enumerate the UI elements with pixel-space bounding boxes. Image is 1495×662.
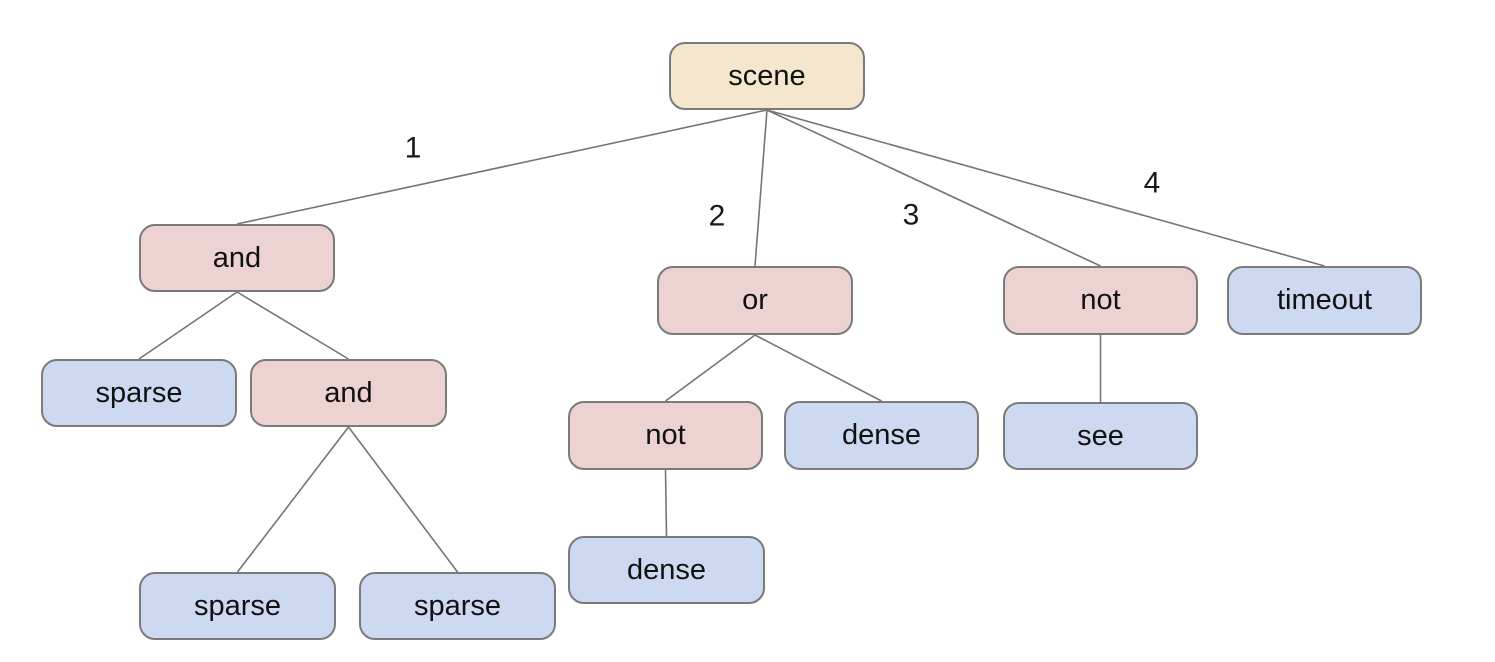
tree-node-not1: not: [568, 401, 763, 470]
edge-or1-dense1: [754, 334, 882, 402]
node-label: sparse: [413, 589, 502, 622]
edge-scene-not2: [766, 109, 1101, 267]
edge-or1-not1: [665, 334, 756, 402]
node-label: dense: [626, 553, 706, 586]
node-label: see: [1077, 419, 1124, 452]
tree-node-sparse3: sparse: [359, 572, 556, 640]
edge-and1-sparse1: [138, 291, 238, 360]
node-label: sparse: [193, 589, 282, 622]
tree-node-and2: and: [250, 359, 447, 427]
node-label: or: [742, 284, 768, 316]
node-label: not: [1080, 284, 1121, 316]
edge-scene-and1: [236, 109, 768, 225]
tree-node-sparse2: sparse: [139, 572, 336, 640]
tree-node-and1: and: [139, 224, 335, 292]
node-label: sparse: [95, 376, 183, 409]
node-label: scene: [728, 59, 806, 92]
tree-node-dense2: dense: [568, 536, 765, 604]
edge-not1-dense2: [664, 469, 668, 537]
tree-node-scene: scene: [669, 42, 865, 110]
node-label: dense: [841, 419, 921, 451]
edge-and2-sparse2: [236, 426, 350, 573]
tree-node-dense1: dense: [784, 401, 979, 470]
edge-label-4: 4: [1144, 167, 1161, 200]
edge-scene-timeout1: [766, 109, 1325, 267]
tree-node-or1: or: [657, 266, 853, 335]
edge-scene-or1: [754, 109, 768, 267]
node-label: and: [212, 241, 262, 274]
edge-and2-sparse3: [347, 426, 459, 573]
tree-node-timeout1: timeout: [1227, 266, 1422, 335]
edge-label-1: 1: [405, 132, 422, 165]
edge-label-2: 2: [709, 200, 726, 233]
tree-node-not2: not: [1003, 266, 1198, 335]
edge-and1-and2: [236, 291, 349, 360]
node-label: and: [324, 376, 373, 409]
edge-label-3: 3: [903, 199, 920, 232]
tree-node-sparse1: sparse: [41, 359, 237, 427]
node-label: timeout: [1276, 284, 1373, 316]
tree-node-see1: see: [1003, 402, 1198, 470]
node-label: not: [645, 419, 686, 451]
